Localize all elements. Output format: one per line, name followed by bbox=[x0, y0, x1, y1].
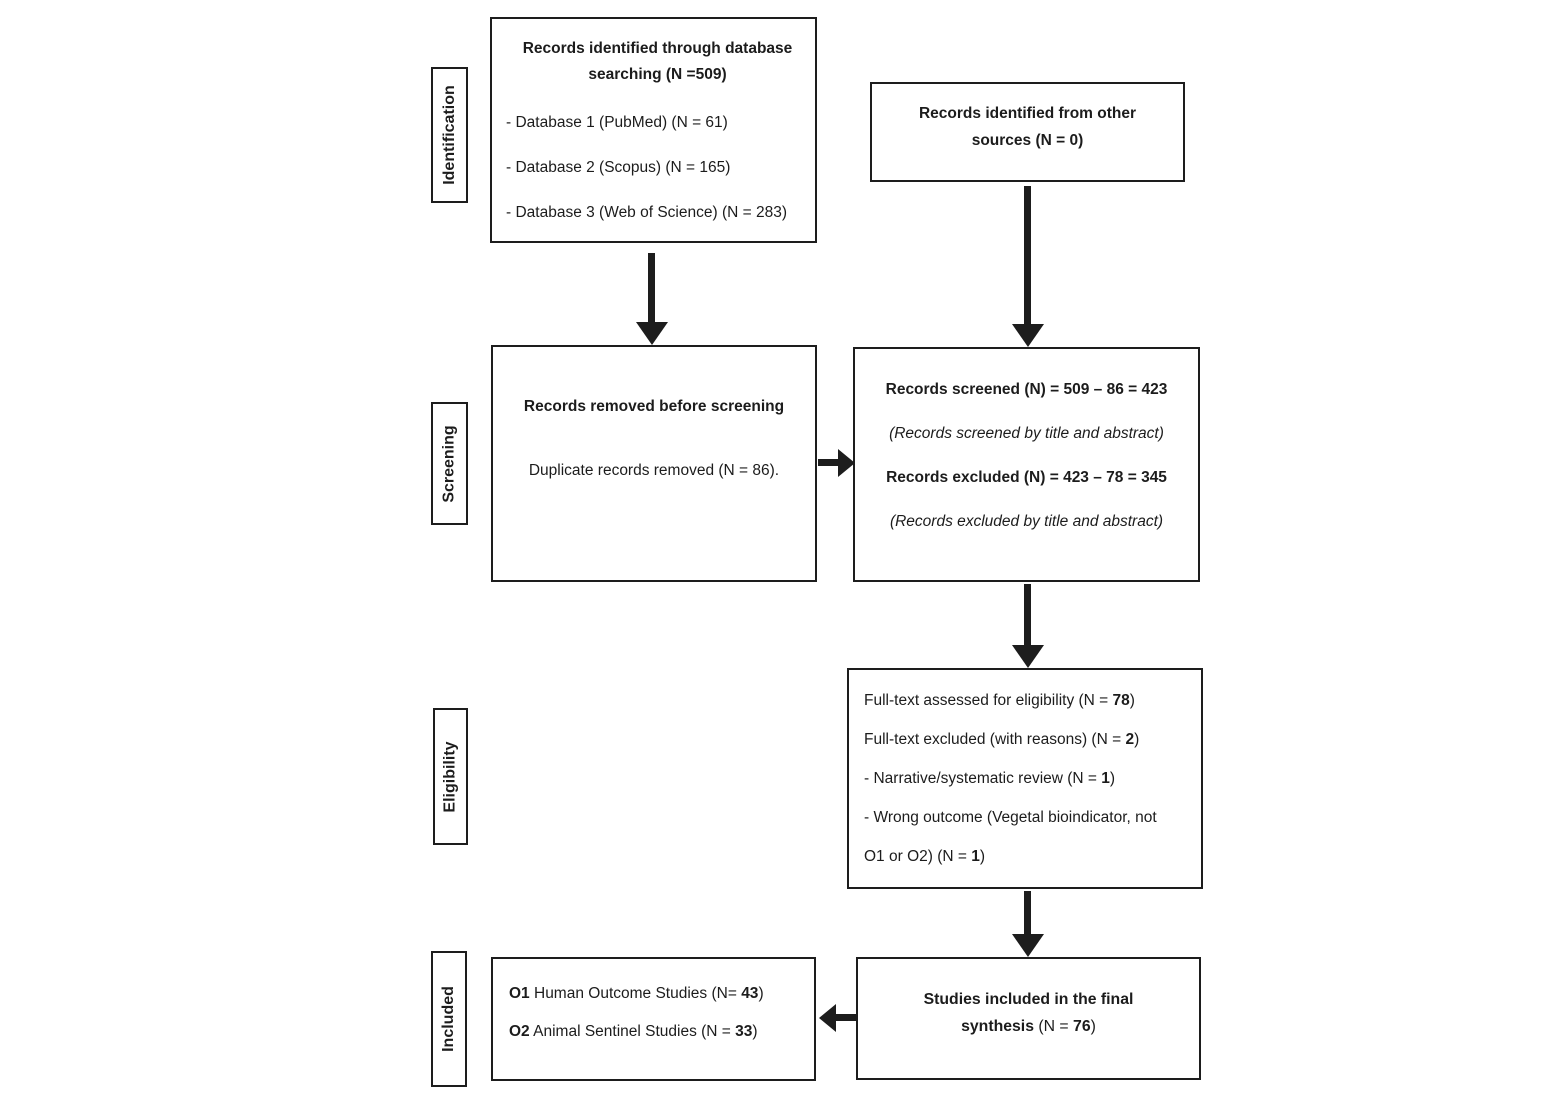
arrow-shaft bbox=[818, 459, 839, 466]
fulltext-assessed-line: Full-text assessed for eligibility (N = … bbox=[864, 681, 1193, 720]
records-excluded-note: (Records excluded by title and abstract) bbox=[889, 513, 1164, 530]
fulltext-assessed-text: Full-text assessed for eligibility (N = bbox=[864, 692, 1113, 709]
exclusion-reason-review-text: - Narrative/systematic review (N = bbox=[864, 770, 1102, 787]
fulltext-excluded-text: Full-text excluded (with reasons) (N = bbox=[864, 731, 1126, 748]
fulltext-excluded-close: ) bbox=[1134, 731, 1140, 748]
final-synthesis-text: Studies included in the final synthesis bbox=[923, 991, 1134, 1035]
exclusion-reason-outcome-close: ) bbox=[979, 848, 986, 865]
o1-close: ) bbox=[758, 985, 764, 1002]
arrow-shaft bbox=[835, 1014, 857, 1021]
arrow-head-right-icon bbox=[838, 449, 855, 477]
arrow-shaft bbox=[1024, 891, 1031, 935]
fulltext-excluded-count: 2 bbox=[1125, 731, 1135, 748]
o2-tag: O2 bbox=[509, 1023, 530, 1040]
o2-text: Animal Sentinel Studies (N = bbox=[529, 1023, 736, 1040]
o1-tag: O1 bbox=[509, 985, 530, 1002]
stage-label-screening: Screening bbox=[431, 402, 468, 525]
records-excluded-line: Records excluded (N) = 423 – 78 = 345 bbox=[886, 469, 1167, 486]
arrow-head-left-icon bbox=[819, 1004, 836, 1032]
exclusion-reason-review-count: 1 bbox=[1101, 770, 1110, 787]
final-synthesis-count: 76 bbox=[1073, 1018, 1091, 1035]
fulltext-excluded-line: Full-text excluded (with reasons) (N = 2… bbox=[864, 720, 1193, 759]
final-synthesis-close: ) bbox=[1090, 1018, 1096, 1035]
arrow-head-down-icon bbox=[1012, 324, 1044, 347]
exclusion-reason-review-line: - Narrative/systematic review (N = 1) bbox=[864, 759, 1193, 798]
stage-label-eligibility-text: Eligibility bbox=[441, 740, 459, 813]
arrow-head-down-icon bbox=[1012, 645, 1044, 668]
o1-human-outcome-line: O1 Human Outcome Studies (N= 43) bbox=[509, 975, 806, 1013]
records-screened-note: (Records screened by title and abstract) bbox=[889, 425, 1164, 442]
box-eligibility: Full-text assessed for eligibility (N = … bbox=[847, 668, 1203, 889]
box-records-removed: Records removed before screening Duplica… bbox=[491, 345, 817, 582]
database-item-web-of-science: - Database 3 (Web of Science) (N = 283) bbox=[506, 204, 787, 221]
final-synthesis-line: Studies included in the final synthesis … bbox=[901, 986, 1157, 1040]
o2-animal-sentinel-line: O2 Animal Sentinel Studies (N = 33) bbox=[509, 1013, 806, 1051]
box-records-screened: Records screened (N) = 509 – 86 = 423 (R… bbox=[853, 347, 1200, 582]
arrow-shaft bbox=[1024, 186, 1031, 325]
arrow-head-down-icon bbox=[636, 322, 668, 345]
arrow-head-down-icon bbox=[1012, 934, 1044, 957]
box-included-synthesis: Studies included in the final synthesis … bbox=[856, 957, 1201, 1080]
stage-label-screening-text: Screening bbox=[440, 424, 458, 503]
exclusion-reason-outcome-line: - Wrong outcome (Vegetal bioindicator, n… bbox=[864, 798, 1160, 876]
database-item-scopus: - Database 2 (Scopus) (N = 165) bbox=[506, 159, 731, 176]
exclusion-reason-review-close: ) bbox=[1109, 770, 1116, 787]
records-removed-title: Records removed before screening bbox=[523, 398, 785, 415]
final-synthesis-open: (N = bbox=[1038, 1018, 1074, 1035]
arrow-shaft bbox=[1024, 584, 1031, 646]
box-records-other-sources: Records identified from other sources (N… bbox=[870, 82, 1185, 182]
o2-close: ) bbox=[752, 1023, 758, 1040]
o1-text: Human Outcome Studies (N= bbox=[529, 985, 742, 1002]
stage-label-identification: Identification bbox=[431, 67, 468, 203]
fulltext-assessed-count: 78 bbox=[1112, 692, 1130, 709]
other-sources-title: Records identified from other sources (N… bbox=[918, 105, 1137, 149]
stage-label-identification-text: Identification bbox=[440, 85, 458, 185]
database-item-pubmed: - Database 1 (PubMed) (N = 61) bbox=[506, 114, 728, 131]
o1-count: 43 bbox=[741, 985, 759, 1002]
arrow-shaft bbox=[648, 253, 655, 323]
fulltext-assessed-close: ) bbox=[1129, 692, 1135, 709]
box-included-outcomes: O1 Human Outcome Studies (N= 43) O2 Anim… bbox=[491, 957, 816, 1081]
records-screened-line: Records screened (N) = 509 – 86 = 423 bbox=[885, 381, 1168, 398]
stage-label-included-text: Included bbox=[440, 986, 457, 1052]
database-box-title: Records identified through database sear… bbox=[522, 40, 793, 83]
exclusion-reason-outcome-count: 1 bbox=[971, 848, 980, 865]
exclusion-reason-outcome-text: - Wrong outcome (Vegetal bioindicator, n… bbox=[864, 809, 1157, 865]
o2-count: 33 bbox=[735, 1023, 753, 1040]
duplicates-removed-text: Duplicate records removed (N = 86). bbox=[528, 462, 780, 479]
stage-label-eligibility: Eligibility bbox=[433, 708, 468, 845]
stage-label-included: Included bbox=[431, 951, 467, 1087]
box-records-identified-database: Records identified through database sear… bbox=[490, 17, 817, 243]
